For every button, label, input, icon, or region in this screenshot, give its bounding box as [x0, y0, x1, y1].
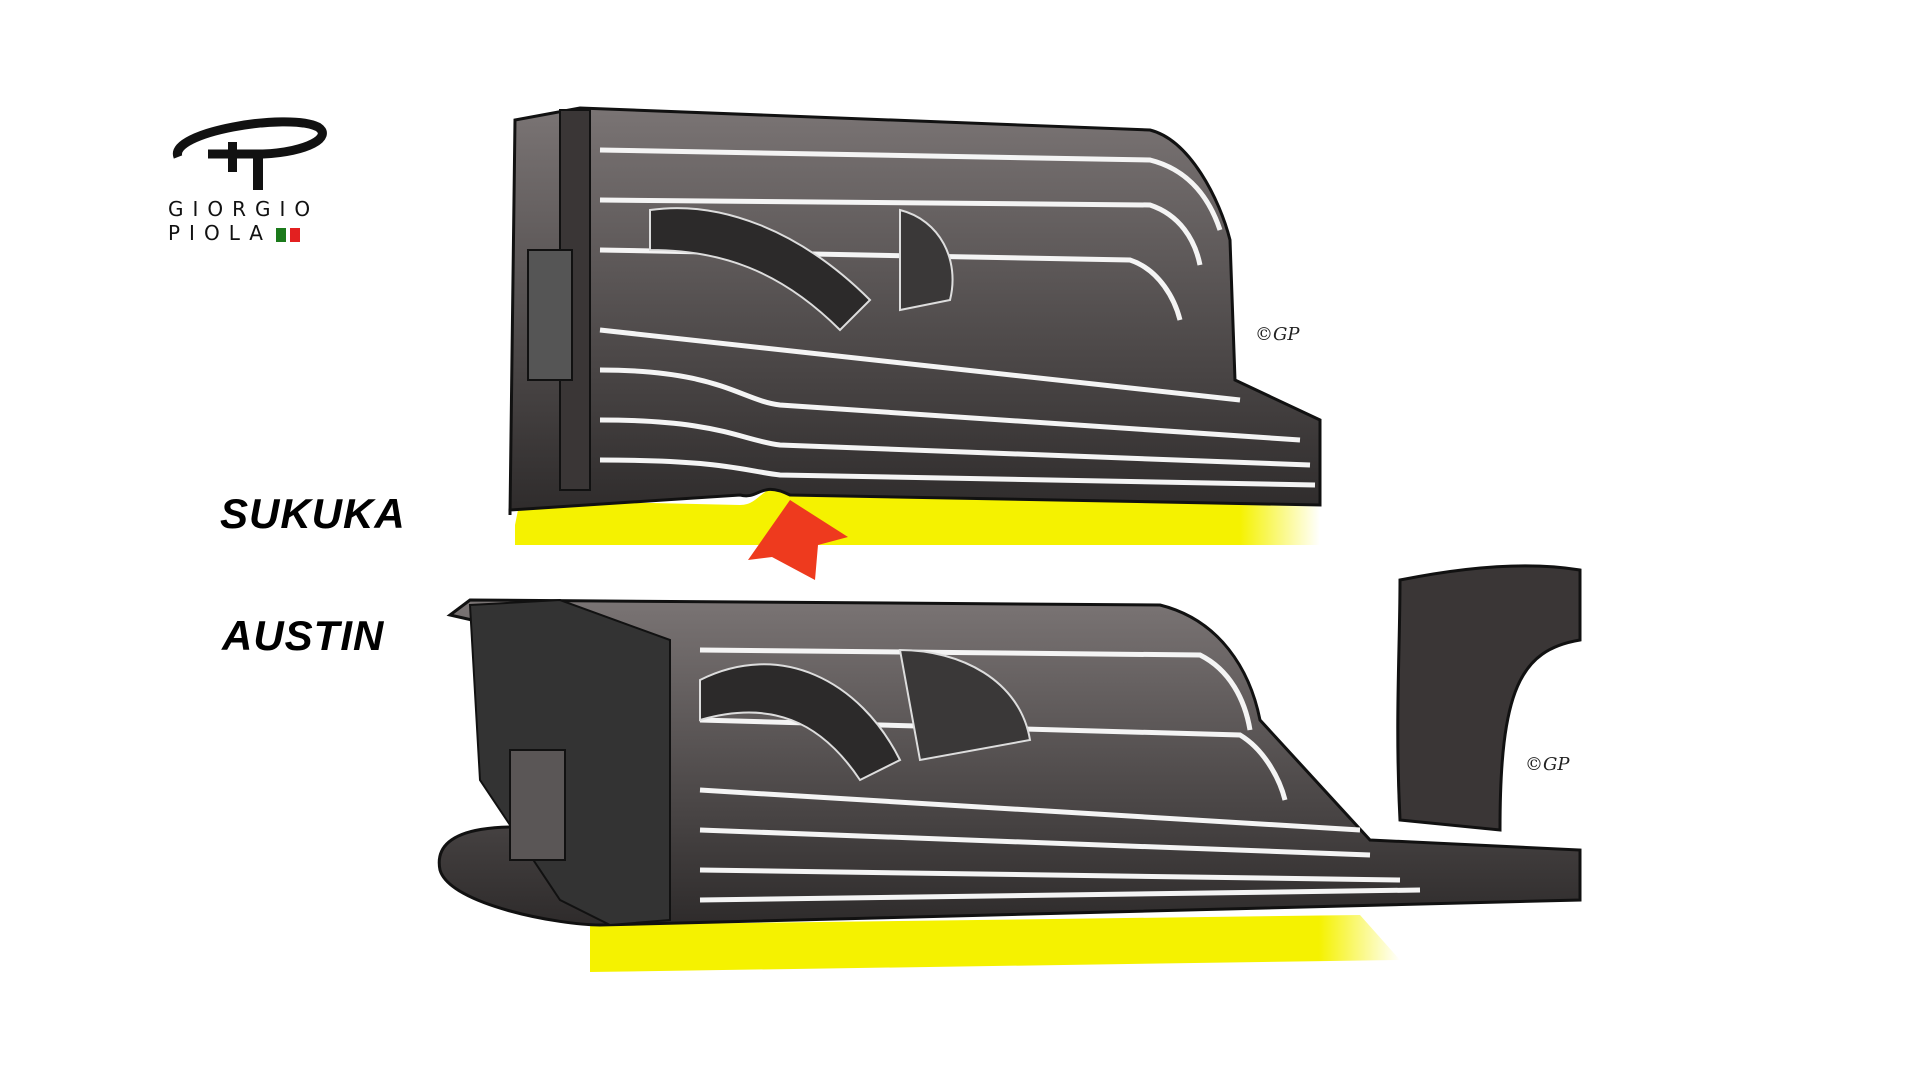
artist-signature-bottom: ©GP — [1525, 754, 1570, 775]
logo-line2: PIOLA — [168, 221, 272, 245]
giorgio-piola-logo: GIORGIO PIOLA — [168, 112, 328, 245]
label-austin: AUSTIN — [222, 612, 385, 659]
label-sukuka: SUKUKA — [220, 490, 406, 537]
flag-red — [289, 227, 300, 242]
flag-green — [275, 227, 286, 242]
gp-monogram-icon — [173, 117, 327, 190]
wing-suzuka — [508, 106, 1322, 545]
artist-signature-top: ©GP — [1255, 324, 1300, 345]
wing-austin — [437, 564, 1582, 972]
logo-line1: GIORGIO — [168, 197, 320, 221]
red-arrow-icon — [748, 500, 848, 580]
floor-highlight-bottom — [590, 915, 1400, 972]
nose-section — [1396, 564, 1582, 832]
